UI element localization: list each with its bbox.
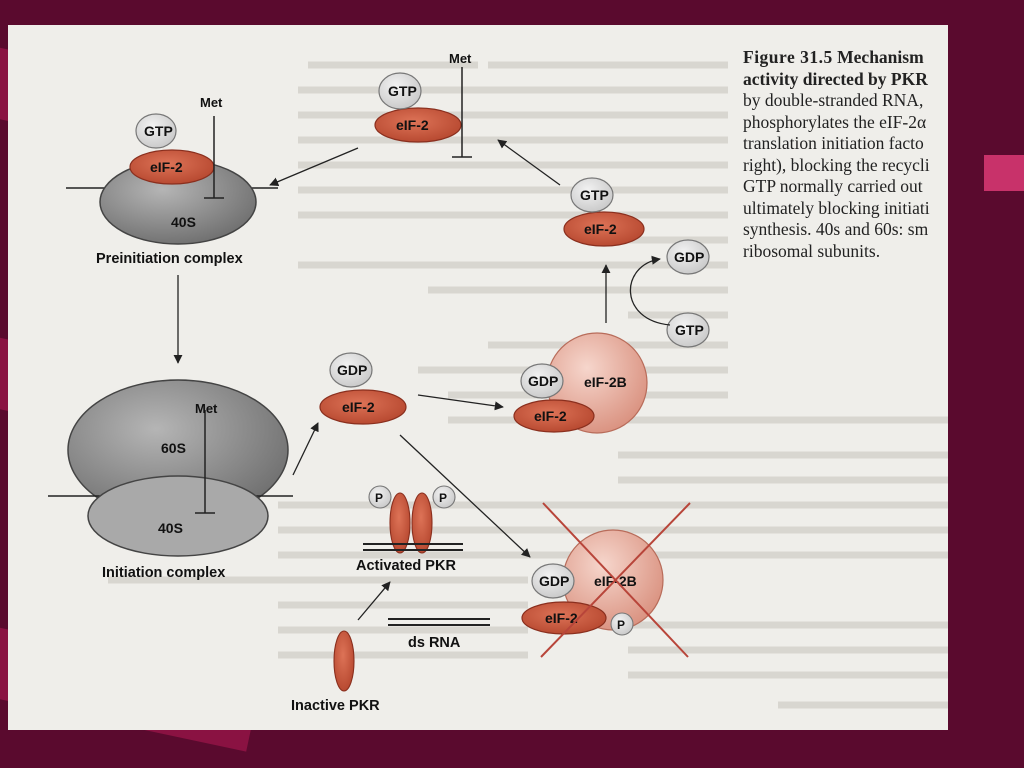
nucleotide-exchange: GDP GTP — [629, 239, 710, 348]
ternary-complex: Met GTP eIF-2 — [374, 51, 472, 158]
arrow-ternary-to-preinit — [269, 147, 359, 187]
inactive-pkr-label: Inactive PKR — [291, 698, 380, 714]
figure-label: Figure 31.5 — [743, 47, 833, 67]
eif2-label: eIF-2 — [342, 399, 375, 415]
inactive-pkr: Inactive PKR — [291, 630, 380, 714]
eif2-label: eIF-2 — [396, 117, 429, 133]
block-cross-line — [540, 502, 691, 658]
gtp-eif2-complex: GTP eIF-2 — [563, 177, 645, 247]
initiation-complex-label: Initiation complex — [102, 565, 225, 581]
gtp-label: GTP — [580, 187, 609, 203]
activated-pkr: P P Activated PKR — [356, 485, 463, 574]
met-label: Met — [200, 95, 223, 110]
gtp-label: GTP — [388, 83, 417, 99]
gtp-label: GTP — [675, 322, 704, 338]
eif2b-gdp-eif2-complex: GDP eIF-2B eIF-2 — [513, 332, 648, 434]
gtp-label: GTP — [144, 123, 173, 139]
caption-line: ribosomal subunits. — [743, 240, 881, 261]
phosphate-label: P — [375, 491, 383, 505]
caption-line: phosphorylates the eIF-2α — [743, 111, 927, 132]
met-label: Met — [195, 401, 218, 416]
eif2-label: eIF-2 — [545, 610, 578, 626]
preinitiation-complex-label: Preinitiation complex — [96, 251, 243, 267]
ds-rna: ds RNA — [388, 618, 490, 651]
ds-rna-label: ds RNA — [408, 635, 461, 651]
gdp-label: GDP — [528, 373, 558, 389]
arrow-inactive-to-activated — [357, 581, 391, 621]
initiation-complex: Met 60S 40S Initiation complex — [48, 379, 293, 581]
textbook-page: Met GTP eIF-2 40S Preinitiation complex … — [8, 25, 948, 730]
eif2-label: eIF-2 — [584, 221, 617, 237]
met-label: Met — [449, 51, 472, 66]
phosphate-label: P — [439, 491, 447, 505]
activated-pkr-label: Activated PKR — [356, 558, 456, 574]
caption-line: activity directed by PKR — [743, 68, 928, 89]
blocked-eif2b-complex: GDP eIF-2B eIF-2 P — [521, 502, 691, 658]
arrow-init-to-gdp-eif2 — [292, 422, 319, 476]
arrow-gdp-eif2-to-blocked — [399, 434, 531, 558]
caption-line: ultimately blocking initiati — [743, 197, 930, 218]
pkr-mechanism-diagram: Met GTP eIF-2 40S Preinitiation complex … — [48, 51, 948, 714]
caption-line: GTP normally carried out — [743, 176, 923, 196]
background-accent — [984, 155, 1024, 191]
eif2b-label: eIF-2B — [584, 374, 627, 390]
caption-line: synthesis. 40s and 60s: sm — [743, 219, 929, 239]
caption-line: translation initiation facto — [743, 133, 924, 153]
ribosome-40s-label: 40S — [158, 520, 183, 536]
gdp-label: GDP — [337, 362, 367, 378]
ribosome-40s-label: 40S — [171, 214, 196, 230]
eif2-label: eIF-2 — [534, 408, 567, 424]
caption-line: by double-stranded RNA, — [743, 90, 924, 110]
ribosome-60s-label: 60S — [161, 440, 186, 456]
eif2-label: eIF-2 — [150, 159, 183, 175]
arrow-gdp-eif2-to-eif2b — [417, 394, 504, 411]
phosphate-label: P — [617, 618, 625, 632]
gdp-eif2-complex: GDP eIF-2 — [319, 352, 407, 425]
arrow-gtp-eif2-to-ternary — [497, 139, 561, 186]
caption-title: Mechanism — [837, 47, 924, 67]
caption-line: right), blocking the recycli — [743, 154, 930, 175]
gdp-label: GDP — [674, 249, 704, 265]
preinitiation-complex: Met GTP eIF-2 40S Preinitiation complex — [66, 95, 278, 267]
gdp-label: GDP — [539, 573, 569, 589]
figure-caption: Figure 31.5 Mechanism activity directed … — [743, 47, 948, 262]
